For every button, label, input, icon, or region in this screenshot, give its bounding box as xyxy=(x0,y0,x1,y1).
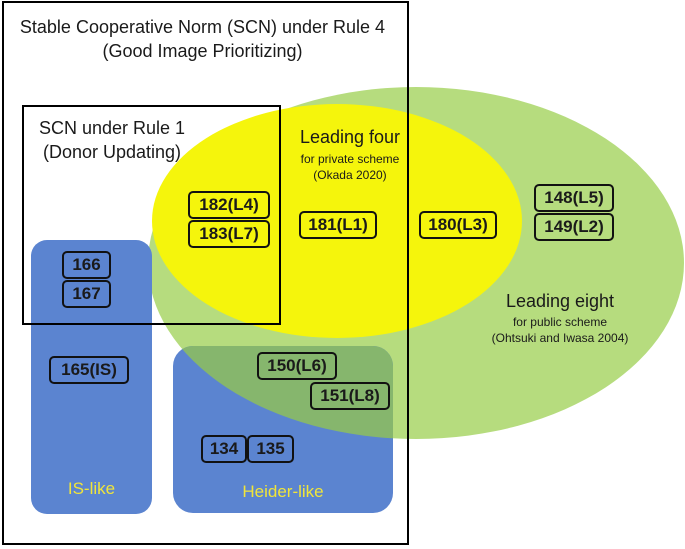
scn-rule1-title-line2: (Donor Updating) xyxy=(42,142,182,162)
strategy-167: 167 xyxy=(62,280,111,308)
strategy-166: 166 xyxy=(62,251,111,279)
scn-rule4-title-line2: (Good Image Prioritizing) xyxy=(102,41,303,61)
strategy-180-l3: 180(L3) xyxy=(419,211,497,239)
leading-eight-subtitle: for public scheme xyxy=(512,315,608,329)
scn-rule1-title-line1: SCN under Rule 1 xyxy=(38,118,186,138)
scn-rule4-frame xyxy=(2,1,409,545)
leading-four-subtitle: for private scheme xyxy=(300,152,400,166)
strategy-181-l1: 181(L1) xyxy=(299,211,377,239)
scn-rule1-title: SCN under Rule 1 (Donor Updating) xyxy=(22,116,202,164)
scn-rule4-title: Stable Cooperative Norm (SCN) under Rule… xyxy=(0,15,405,63)
leading-four-citation: (Okada 2020) xyxy=(313,168,387,182)
scn-rule1-frame xyxy=(22,105,281,325)
is-like-region xyxy=(31,240,152,514)
strategy-182-l4: 182(L4) xyxy=(188,191,270,219)
strategy-150-l6: 150(L6) xyxy=(257,352,337,380)
strategy-148-l5: 148(L5) xyxy=(534,184,614,212)
strategy-183-l7: 183(L7) xyxy=(188,220,270,248)
heider-like-label: Heider-like xyxy=(242,482,324,501)
scn-rule4-title-line1: Stable Cooperative Norm (SCN) under Rule… xyxy=(19,17,386,37)
strategy-149-l2: 149(L2) xyxy=(534,213,614,241)
strategy-135: 135 xyxy=(247,435,294,463)
leading-four-title: Leading four xyxy=(299,127,401,147)
strategy-134: 134 xyxy=(201,435,247,463)
is-like-label: IS-like xyxy=(67,479,116,498)
leading-eight-citation: (Ohtsuki and Iwasa 2004) xyxy=(491,331,629,345)
leading-eight-title: Leading eight xyxy=(505,291,615,311)
strategy-165-is: 165(IS) xyxy=(49,356,129,384)
strategy-151-l8: 151(L8) xyxy=(310,382,390,410)
